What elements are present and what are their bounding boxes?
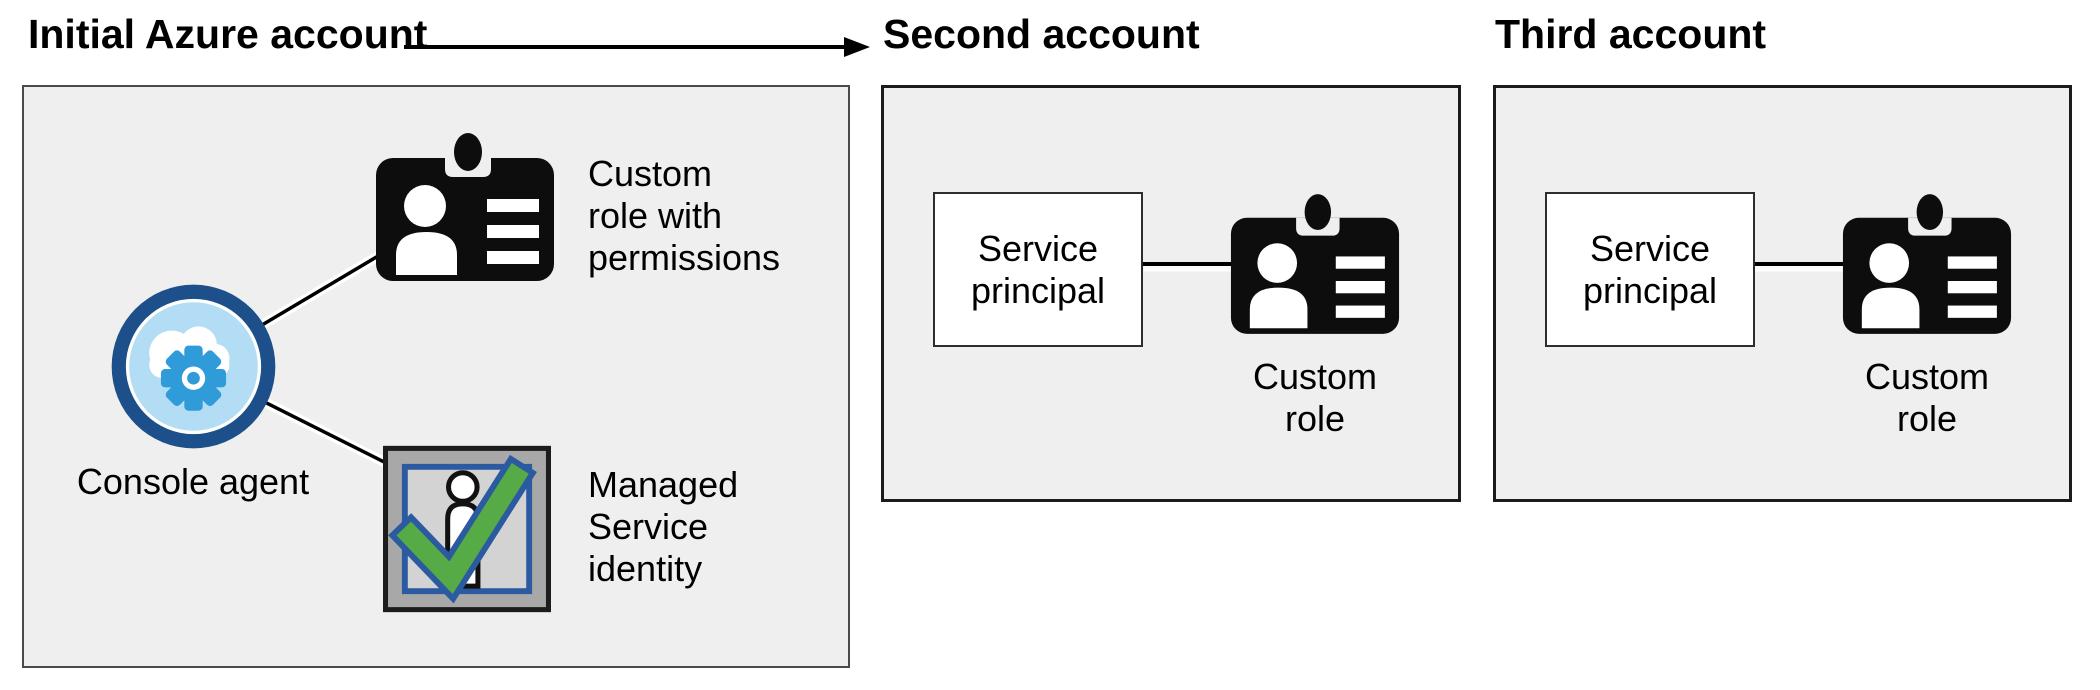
id-badge-icon <box>376 133 554 281</box>
custom-role-label: Custom role <box>1252 356 1378 439</box>
custom-role-label: Custom role <box>1864 356 1990 439</box>
service-principal-box: Service principal <box>1545 192 1755 347</box>
third-account-title: Third account <box>1495 11 1767 57</box>
custom-role-permissions-label: Custom role with permissions <box>588 153 781 278</box>
cloud-gear-icon <box>111 284 276 449</box>
service-principal-box: Service principal <box>933 192 1143 347</box>
right-arrow <box>404 37 870 57</box>
initial-account-title: Initial Azure account <box>28 11 428 57</box>
console-agent-label: Console agent <box>76 461 310 502</box>
id-badge-icon <box>1230 194 1400 334</box>
id-badge-icon <box>1842 194 2012 334</box>
person-check-icon <box>383 445 551 613</box>
second-account-title: Second account <box>883 11 1200 57</box>
managed-service-identity-label: Managed Service identity <box>588 464 739 589</box>
